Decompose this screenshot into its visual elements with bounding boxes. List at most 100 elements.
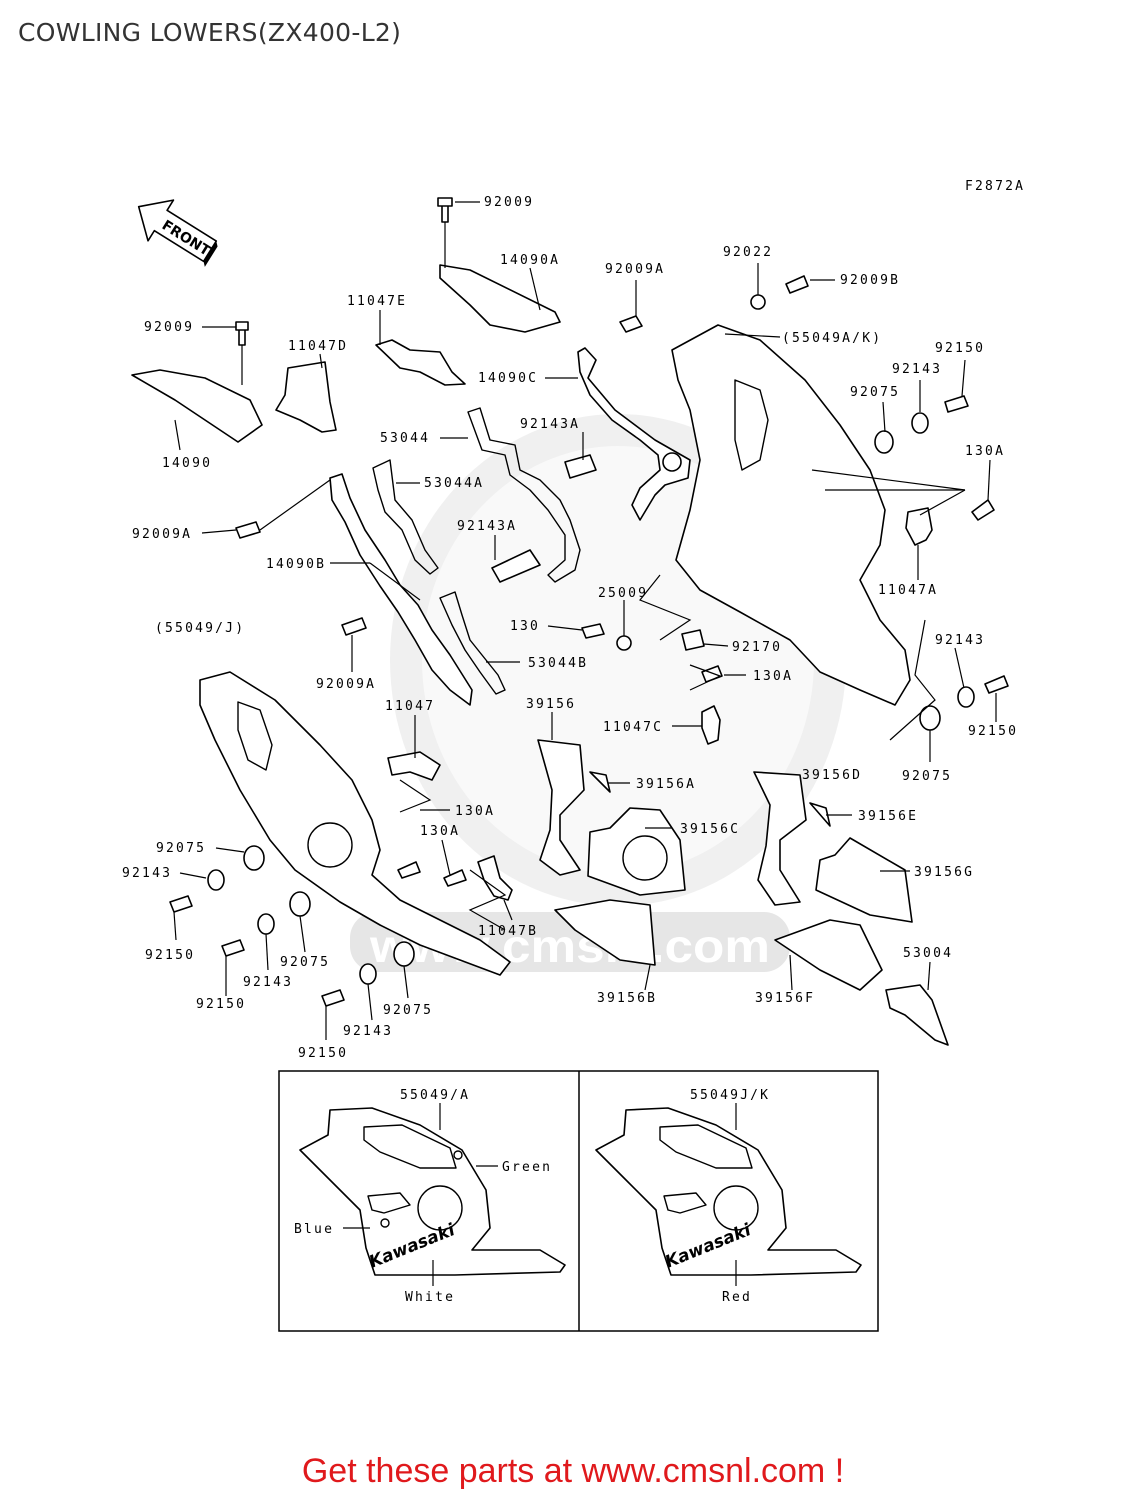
bolt-icon: [397, 861, 421, 879]
callout-92009B: 92009B: [840, 273, 900, 288]
color-variant-inset: Kawasaki 55049/A Green Blue White Kawasa…: [278, 1070, 879, 1332]
bolt-icon: [321, 989, 345, 1007]
callout-92009: 92009: [144, 320, 194, 335]
part-39156D: [753, 771, 807, 906]
collar-icon: [491, 549, 541, 583]
callout-92075: 92075: [850, 385, 900, 400]
grommet-icon: [919, 705, 941, 731]
callout-39156A: 39156A: [636, 777, 696, 792]
callout-130A: 130A: [420, 824, 460, 839]
callout-53004: 53004: [903, 946, 953, 961]
inset-right-cowling: Kawasaki: [595, 1107, 862, 1276]
callout-39156G: 39156G: [914, 865, 974, 880]
grommet-icon: [243, 845, 265, 871]
callout-92170: 92170: [732, 640, 782, 655]
callout-92143A: 92143A: [520, 417, 580, 432]
part-cowling-left: [199, 671, 511, 976]
inset-right-color-red: Red: [722, 1290, 752, 1305]
callout-92075: 92075: [902, 769, 952, 784]
callout-92143: 92143: [892, 362, 942, 377]
inset-left-color-white: White: [405, 1290, 455, 1305]
bolt-icon: [169, 895, 193, 913]
inset-left-cowling: Kawasaki: [299, 1107, 566, 1276]
part-53044A: [372, 459, 439, 575]
callout-130A: 130A: [455, 804, 495, 819]
part-cowling-right: [671, 324, 911, 706]
part-14090: [131, 369, 263, 443]
bolt-icon: [221, 939, 245, 957]
collar-icon: [564, 454, 597, 479]
callout-130: 130: [510, 619, 540, 634]
callout-92143: 92143: [243, 975, 293, 990]
part-39156: [537, 739, 585, 876]
callout-92150: 92150: [145, 948, 195, 963]
bolt-icon: [443, 869, 467, 887]
bolt-icon: [341, 617, 367, 636]
grommet-icon: [393, 941, 415, 967]
figure-code: F2872A: [965, 179, 1025, 194]
callout-92009A: 92009A: [605, 262, 665, 277]
part-53044B: [439, 591, 506, 695]
callout-55049AK: (55049A/K): [782, 331, 882, 346]
callout-11047E: 11047E: [347, 294, 407, 309]
part-39156B: [554, 899, 656, 966]
callout-labels: 92009 14090A 92009A 92022 92009B (55049A…: [122, 195, 1018, 1061]
footer-link[interactable]: Get these parts at www.cmsnl.com !: [301, 1452, 845, 1490]
bolt-icon: [701, 665, 723, 683]
bolt-icon: [437, 197, 453, 223]
collar-icon: [207, 869, 225, 891]
callout-39156: 39156: [526, 697, 576, 712]
callout-53044A: 53044A: [424, 476, 484, 491]
bolt-icon: [581, 623, 605, 639]
part-39156F: [774, 919, 883, 991]
bolt-icon: [619, 315, 643, 333]
inset-right-part: 55049J/K: [690, 1088, 770, 1103]
washer-icon: [616, 635, 632, 651]
callout-11047: 11047: [385, 699, 435, 714]
callout-92075: 92075: [383, 1003, 433, 1018]
callout-14090: 14090: [162, 456, 212, 471]
part-11047B: [477, 855, 513, 901]
part-39156G: [815, 837, 913, 923]
callout-39156E: 39156E: [858, 809, 918, 824]
bolt-icon: [235, 321, 249, 346]
callout-39156B: 39156B: [597, 991, 657, 1006]
part-11047E: [375, 339, 466, 386]
parts-drawing: [131, 197, 1009, 1046]
callout-130A: 130A: [753, 669, 793, 684]
callout-92150: 92150: [968, 724, 1018, 739]
callout-53044: 53044: [380, 431, 430, 446]
inset-left-color-green: Green: [502, 1160, 552, 1175]
callout-92150: 92150: [298, 1046, 348, 1061]
callout-92009A: 92009A: [132, 527, 192, 542]
callout-92022: 92022: [723, 245, 773, 260]
washer-icon: [750, 294, 766, 310]
inset-left-color-blue: Blue: [294, 1222, 334, 1237]
callout-11047C: 11047C: [603, 720, 663, 735]
callout-39156D: 39156D: [802, 768, 862, 783]
part-14090A: [439, 264, 561, 333]
bolt-icon: [235, 521, 261, 539]
callout-39156C: 39156C: [680, 822, 740, 837]
collar-icon: [257, 913, 275, 935]
page-title: COWLING LOWERS(ZX400-L2): [18, 18, 402, 47]
callout-14090C: 14090C: [478, 371, 538, 386]
part-14090B: [329, 473, 473, 706]
part-53004: [885, 984, 949, 1046]
callout-130A: 130A: [965, 444, 1005, 459]
callout-92075: 92075: [156, 841, 206, 856]
part-11047: [387, 751, 441, 781]
part-39156E: [809, 802, 831, 827]
callout-14090B: 14090B: [266, 557, 326, 572]
part-14090C: [577, 347, 691, 521]
leader-lines: [173, 201, 997, 1040]
collar-icon: [911, 412, 929, 434]
inset-left-part: 55049/A: [400, 1088, 470, 1103]
collar-icon: [359, 963, 377, 985]
part-11047A: [905, 507, 933, 546]
callout-92143A: 92143A: [457, 519, 517, 534]
bolt-icon: [984, 675, 1009, 694]
callout-92009: 92009: [484, 195, 534, 210]
clip-icon: [681, 629, 705, 651]
